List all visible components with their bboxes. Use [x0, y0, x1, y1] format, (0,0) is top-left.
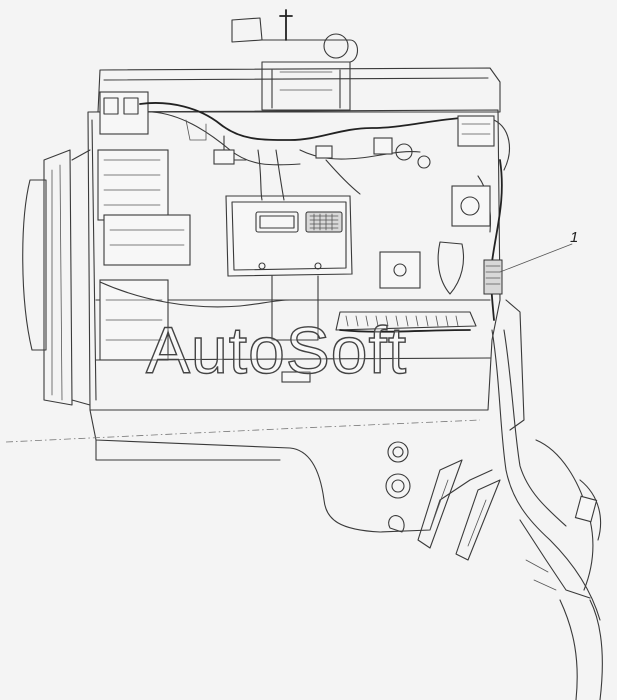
right-harness [379, 159, 503, 321]
connector-1 [483, 259, 503, 295]
mount-brackets [417, 299, 603, 700]
callout-1-leader [499, 243, 573, 273]
callout-1-label: 1 [570, 229, 578, 246]
oil-pan [89, 409, 493, 533]
callout-1: 1 [499, 229, 578, 273]
watermark-text: AutoSoft [146, 313, 407, 387]
intake-housing [231, 9, 359, 111]
upper-harness [139, 102, 510, 201]
engine-block [22, 67, 501, 411]
control-unit [225, 195, 353, 383]
lower-harness [99, 281, 477, 333]
center-line [5, 419, 481, 443]
